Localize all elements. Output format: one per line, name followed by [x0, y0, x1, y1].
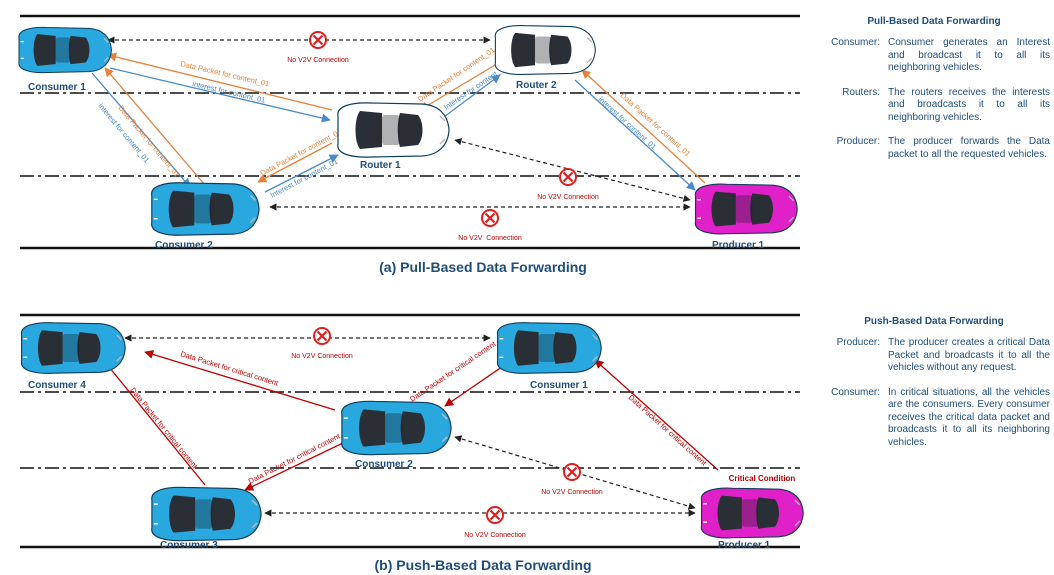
side-row-push-consumer: Consumer: In critical situations, all th…	[818, 387, 1050, 450]
label-consumer-3: Consumer 3	[160, 540, 218, 551]
vehicles-b	[20, 321, 805, 542]
side-label: Consumer:	[831, 37, 880, 48]
car-topview-icon	[18, 26, 113, 74]
side-row-pull-routers: Routers: The routers receives the intere…	[818, 87, 1050, 125]
car-topview-icon	[694, 183, 799, 235]
label-consumer-1-b: Consumer 1	[530, 380, 588, 391]
no-v2v-label-b1: No V2V Connection	[291, 353, 353, 360]
side-text: In critical situations, all the vehicles…	[888, 386, 1050, 448]
side-row-pull-consumer: Consumer: Consumer generates an Interest…	[818, 37, 1050, 75]
label-producer-1-b: Producer 1	[718, 540, 771, 551]
vehicle-labels-a: Consumer 1 Consumer 2 Router 1 Router 2 …	[28, 80, 765, 251]
vehicle-labels-b: Consumer 4 Consumer 1 Consumer 2 Consume…	[28, 380, 771, 551]
side-label: Producer:	[836, 136, 880, 147]
no-v2v-label-a1: No V2V Connection	[287, 57, 349, 64]
label-producer-1-a: Producer 1	[712, 240, 765, 251]
side-row-push-producer: Producer: The producer creates a critica…	[818, 337, 1050, 375]
side-panel-pull: Pull-Based Data Forwarding Consumer: Con…	[818, 16, 1050, 173]
no-v2v-label-b2: No V2V Connection	[541, 489, 603, 496]
critical-label-c1-c2: Data Packet for critical content	[408, 339, 498, 404]
critical-condition-label: Critical Condition	[729, 474, 796, 483]
label-consumer-2-b: Consumer 2	[355, 459, 413, 470]
critical-label-c2-c3: Data Packet for critical content	[247, 431, 343, 486]
label-consumer-4: Consumer 4	[28, 380, 86, 391]
car-topview-icon	[20, 321, 126, 375]
no-connection-icon	[308, 30, 328, 50]
side-label: Routers:	[842, 86, 880, 98]
no-connection-icon	[485, 505, 505, 525]
side-text: Consumer generates an Interest and broad…	[888, 37, 1050, 73]
no-v2v-label-b3: No V2V Connection	[464, 532, 526, 539]
no-connection-icon	[558, 167, 578, 187]
side-label: Consumer:	[831, 386, 880, 398]
caption-b: (b) Push-Based Data Forwarding	[374, 557, 591, 573]
label-consumer-2-a: Consumer 2	[155, 240, 213, 251]
car-topview-icon	[496, 321, 602, 375]
caption-a: (a) Pull-Based Data Forwarding	[379, 259, 587, 275]
car-topview-icon	[150, 182, 260, 236]
side-text: The producer creates a critical Data Pac…	[888, 337, 1050, 373]
no-v2v-a: No V2V Connection No V2V Connection No V…	[287, 30, 599, 242]
data-label-r1-c2: Data Packet for content_01	[259, 127, 343, 178]
no-v2v-b: No V2V Connection No V2V Connection No V…	[291, 326, 603, 539]
label-router-1: Router 1	[360, 160, 401, 171]
no-connection-icon	[312, 326, 332, 346]
side-title-push: Push-Based Data Forwarding	[864, 316, 1004, 327]
side-label: Producer:	[836, 337, 880, 348]
forwarding-diagram: Data Packet for content_01 interest for …	[18, 14, 805, 573]
critical-label-c2-c4: Data Packet for critical content	[179, 349, 280, 388]
no-v2v-label-a2: No V2V Connection	[537, 194, 599, 201]
car-topview-icon	[337, 102, 450, 158]
car-topview-icon	[150, 486, 262, 542]
critical-label-c3-c4: Data Packet for critical content	[128, 386, 200, 471]
side-text: The producer forwards the Data packet to…	[888, 136, 1050, 160]
no-connection-icon	[480, 208, 500, 228]
side-row-pull-producer: Producer: The producer forwards the Data…	[818, 136, 1050, 161]
car-topview-icon	[700, 487, 805, 539]
car-topview-icon	[340, 400, 452, 456]
no-connection-icon	[562, 462, 582, 482]
links-b	[104, 334, 719, 517]
side-text: The routers receives the interests and b…	[888, 86, 1050, 123]
label-router-2: Router 2	[516, 80, 557, 91]
no-v2v-label-a3: No V2V Connection	[458, 235, 522, 242]
side-panel-push: Push-Based Data Forwarding Producer: The…	[818, 316, 1050, 461]
side-title-pull: Pull-Based Data Forwarding	[867, 16, 1001, 27]
label-consumer-1-a: Consumer 1	[28, 82, 86, 93]
critical-label-p1-c1: Data Packet for critical content	[627, 393, 709, 468]
car-topview-icon	[494, 24, 597, 76]
